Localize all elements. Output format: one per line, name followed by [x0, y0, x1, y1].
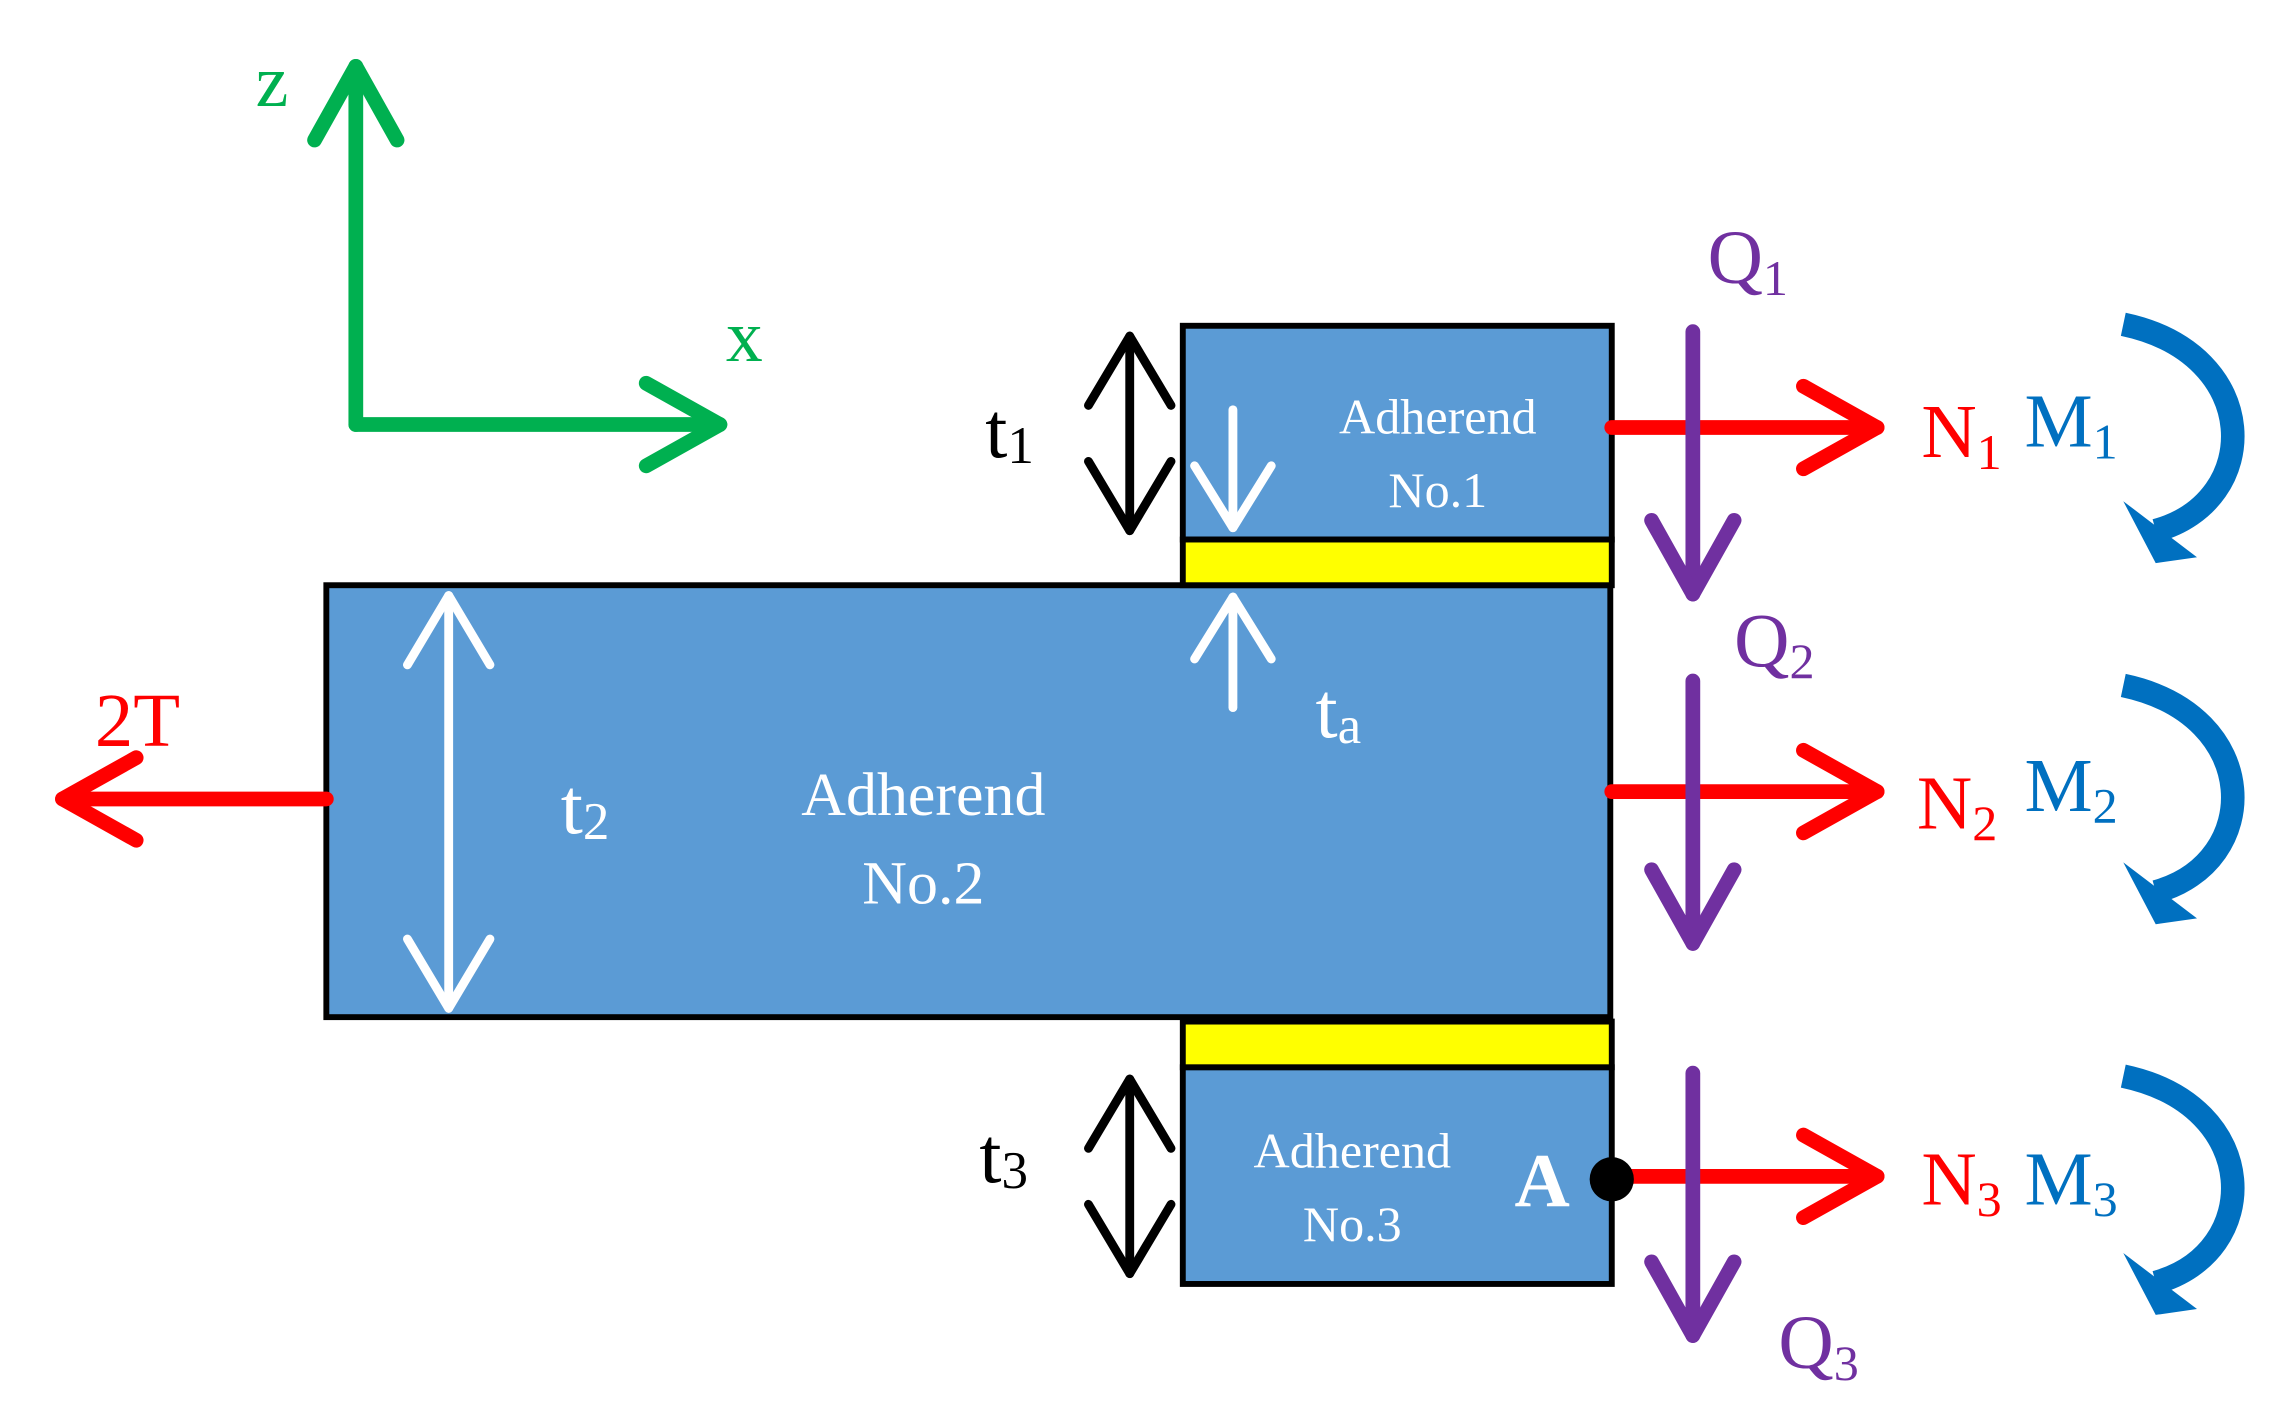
t2-dimension-arrow [402, 591, 495, 1013]
q3-label: Q3 [1778, 1300, 1858, 1391]
adherend-no1-label-line1: Adherend [1339, 388, 1537, 444]
m2-label: M2 [2025, 743, 2118, 834]
adhesive-layer-top [1179, 536, 1615, 589]
coordinate-axes [307, 58, 728, 474]
m1-label: M1 [2025, 379, 2118, 470]
adherend-no3-label-line2: No.3 [1303, 1196, 1402, 1252]
z-axis-label: z [256, 40, 289, 122]
z-axis-arrowhead [307, 58, 405, 148]
t1-dimension-arrow [1084, 331, 1176, 536]
q1-arrow [1644, 324, 1742, 602]
t3-dimension-arrow [1084, 1074, 1176, 1279]
q2-label: Q2 [1734, 598, 1814, 689]
t3-label: t3 [979, 1112, 1028, 1200]
ta-label: ta [1315, 667, 1361, 755]
applied-load-arrow [55, 750, 334, 848]
point-a-label: A [1514, 1138, 1569, 1223]
adherend-no3-label-line1: Adherend [1254, 1123, 1452, 1179]
adherend-no2 [323, 582, 1614, 1021]
n2-arrow [1604, 742, 1885, 841]
q1-label: Q1 [1708, 215, 1788, 306]
adherend-no2-label-line2: No.2 [862, 850, 984, 918]
adherend-no2-label-line1: Adherend [801, 761, 1045, 829]
adhesive-layer-bottom [1179, 1018, 1615, 1071]
m3-moment-arrow [2120, 1064, 2245, 1315]
m3-label: M3 [2025, 1136, 2118, 1227]
n2-label: N2 [1917, 760, 1997, 851]
t1-label: t1 [985, 387, 1034, 475]
point-a-marker [1589, 1157, 1634, 1202]
x-axis-label: x [726, 295, 763, 377]
n3-arrow [1604, 1127, 1885, 1225]
m1-moment-arrow [2120, 312, 2245, 564]
n1-label: N1 [1921, 389, 2001, 480]
adherend-no1-label-line2: No.1 [1388, 462, 1487, 518]
x-axis-arrowhead [638, 375, 728, 474]
ta-dimension-arrows [1190, 405, 1276, 712]
m2-moment-arrow [2120, 673, 2245, 925]
t2-label: t2 [561, 763, 610, 851]
q3-arrow [1644, 1065, 1742, 1343]
q2-arrow [1644, 673, 1742, 951]
n1-arrow [1604, 378, 1885, 477]
n3-label: N3 [1921, 1136, 2001, 1227]
applied-load-label: 2T [95, 678, 180, 763]
